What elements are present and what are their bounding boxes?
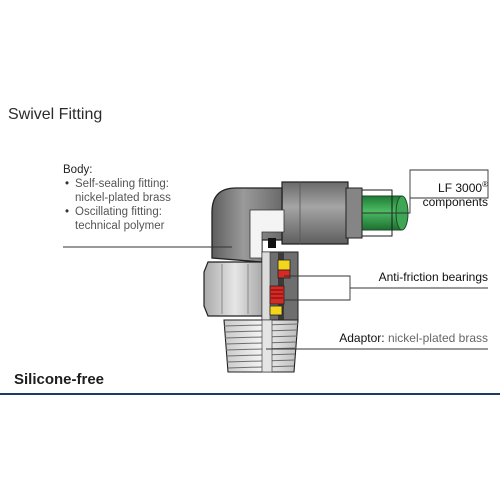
body-item-line1: Self-sealing fitting: <box>75 178 169 190</box>
registered-mark: ® <box>482 180 488 189</box>
body-heading: Body: <box>63 164 93 176</box>
push-in-cartridge <box>281 181 363 245</box>
body-list: Self-sealing fitting: nickel-plated bras… <box>63 177 171 233</box>
silicone-free-label: Silicone-free <box>14 371 105 388</box>
adaptor-label: Adaptor: nickel-plated brass <box>339 331 488 345</box>
footer-rule <box>0 393 500 395</box>
hex-nut <box>203 261 267 317</box>
bearings-label: Anti-friction bearings <box>378 270 488 284</box>
components-label-line2: components <box>422 195 488 209</box>
components-label-line1: LF 3000 <box>438 181 483 195</box>
components-leader <box>362 169 489 214</box>
threaded-adaptor <box>223 319 299 373</box>
body-item-line1: Oscillating fitting: <box>75 206 162 218</box>
adaptor-label-material: nickel-plated brass <box>387 331 488 345</box>
leader-lines <box>63 169 489 350</box>
body-item-line2: nickel-plated brass <box>75 192 171 204</box>
anti-friction-bearings <box>269 259 291 316</box>
elbow-body <box>211 187 285 263</box>
body-item-oscillating: Oscillating fitting: technical polymer <box>63 205 171 233</box>
body-item-line2: technical polymer <box>75 220 165 232</box>
body-callout: Body: Self-sealing fitting: nickel-plate… <box>63 163 171 233</box>
body-item-self-sealing: Self-sealing fitting: nickel-plated bras… <box>63 177 171 205</box>
diagram-title: Swivel Fitting <box>8 106 103 123</box>
components-label: LF 3000® components <box>423 180 488 209</box>
adaptor-label-head: Adaptor: <box>339 331 385 345</box>
